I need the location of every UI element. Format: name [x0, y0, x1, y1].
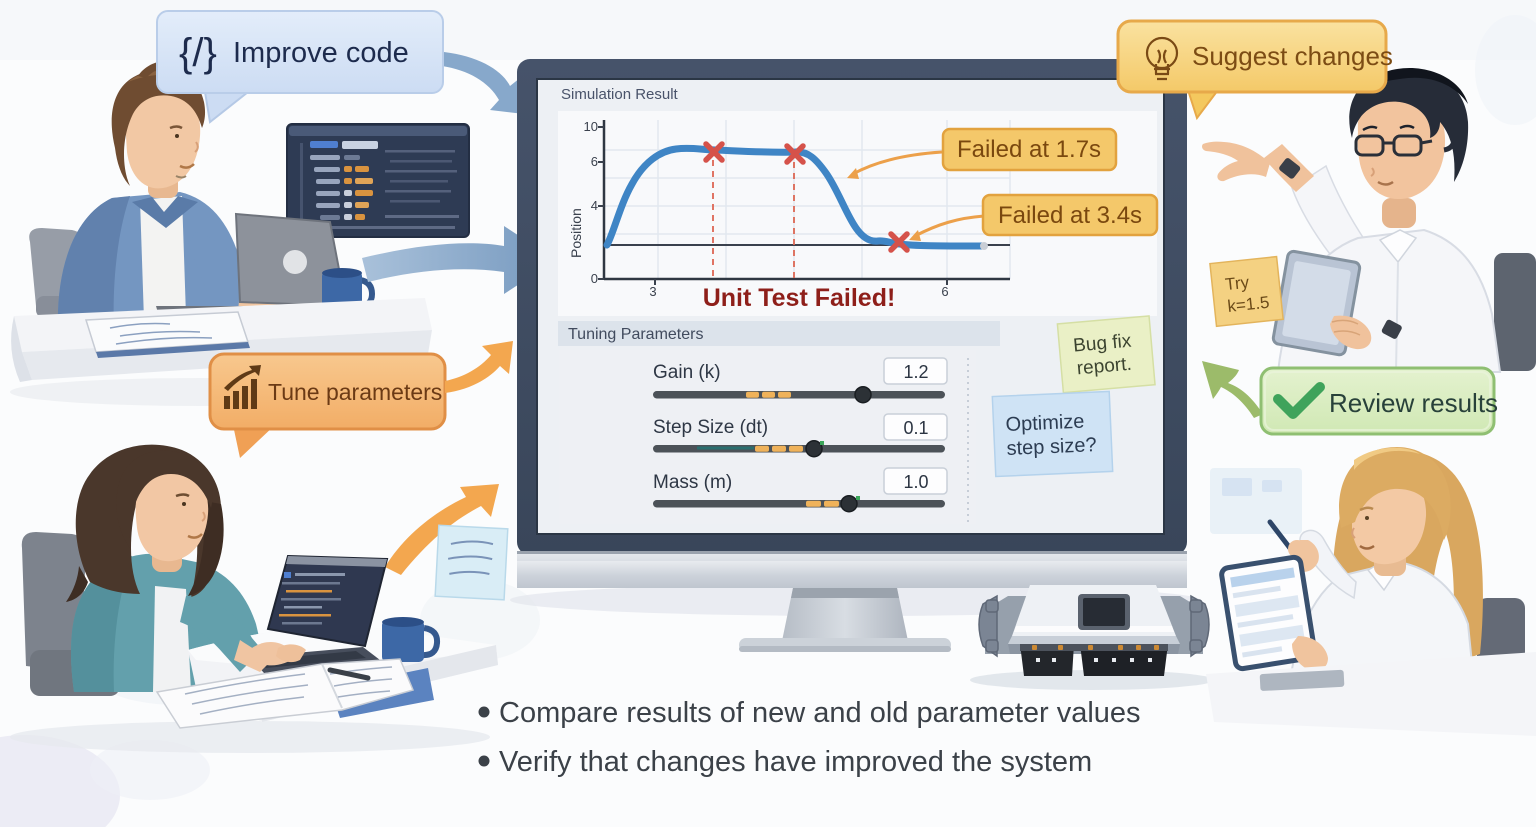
- svg-text:Step Size (dt): Step Size (dt): [653, 417, 768, 438]
- svg-text:6: 6: [941, 284, 948, 299]
- svg-text:Try: Try: [1224, 273, 1250, 294]
- svg-text:Simulation Result: Simulation Result: [561, 86, 679, 103]
- svg-text:Tuning Parameters: Tuning Parameters: [568, 326, 703, 343]
- svg-text:Failed at 1.7s: Failed at 1.7s: [957, 136, 1101, 163]
- svg-text:Verify that changes have impro: Verify that changes have improved the sy…: [499, 746, 1092, 778]
- svg-text:Bug fix: Bug fix: [1072, 331, 1132, 357]
- svg-text:Suggest changes: Suggest changes: [1192, 41, 1393, 71]
- svg-text:3: 3: [649, 284, 656, 299]
- svg-text:6: 6: [591, 154, 598, 169]
- svg-text:Gain (k): Gain (k): [653, 362, 721, 383]
- svg-text:1.0: 1.0: [903, 472, 928, 492]
- svg-text:Position: Position: [568, 208, 584, 258]
- svg-text:10: 10: [584, 119, 598, 134]
- svg-text:step size?: step size?: [1006, 434, 1097, 460]
- svg-text:1.2: 1.2: [903, 362, 928, 382]
- svg-text:{/}: {/}: [179, 31, 217, 75]
- svg-text:0.1: 0.1: [903, 418, 928, 438]
- svg-text:Improve code: Improve code: [233, 37, 409, 69]
- svg-text:Failed at 3.4s: Failed at 3.4s: [998, 202, 1142, 229]
- svg-text:4: 4: [591, 198, 598, 213]
- svg-text:Tune parameters: Tune parameters: [268, 379, 442, 405]
- svg-text:Mass (m): Mass (m): [653, 472, 732, 493]
- svg-text:Unit Test Failed!: Unit Test Failed!: [703, 284, 896, 312]
- svg-text:Compare results of new and old: Compare results of new and old parameter…: [499, 697, 1141, 729]
- svg-text:Optimize: Optimize: [1005, 411, 1085, 436]
- svg-text:report.: report.: [1076, 354, 1133, 380]
- svg-text:Review results: Review results: [1329, 388, 1498, 418]
- svg-text:0: 0: [591, 271, 598, 286]
- svg-text:k=1.5: k=1.5: [1227, 293, 1271, 316]
